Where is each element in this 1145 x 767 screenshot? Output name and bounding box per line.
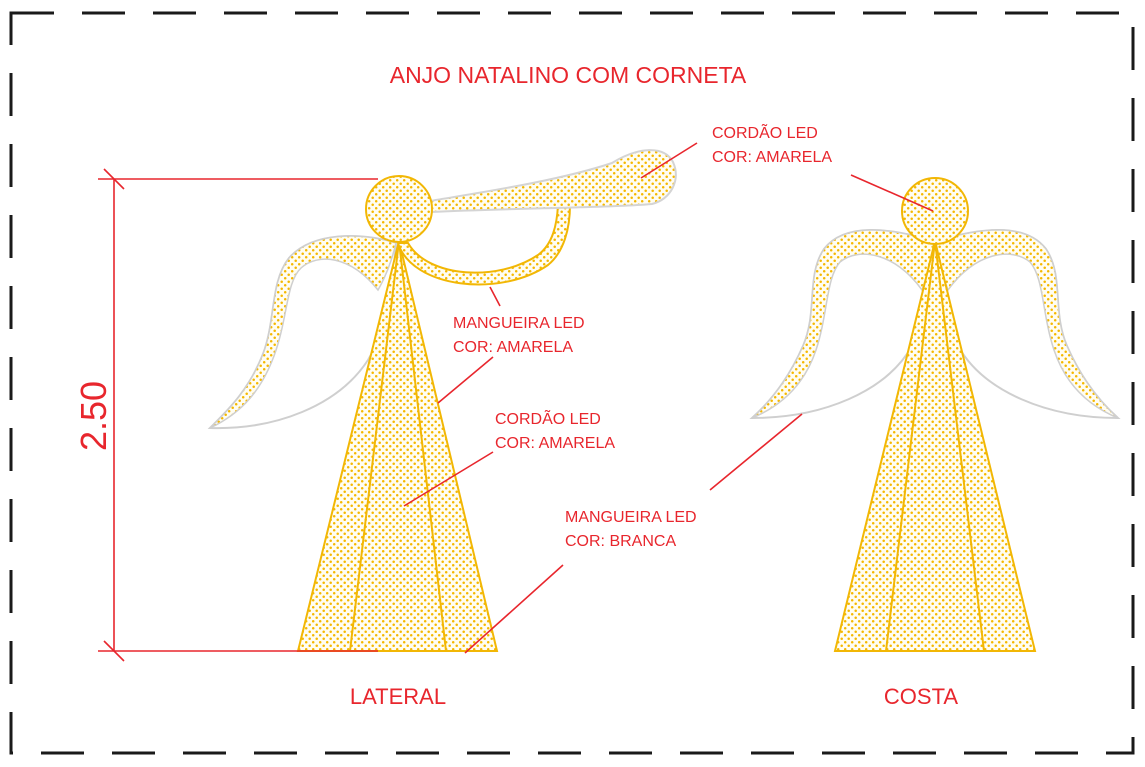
dimension-tick-bottom xyxy=(103,640,125,662)
lateral-body-fold-2 xyxy=(398,240,447,652)
height-dimension xyxy=(98,168,378,662)
lateral-trumpet-horn xyxy=(429,149,677,214)
label-cordao-led-body-1: CORDÃO LED xyxy=(495,408,601,428)
leader-cordao-body xyxy=(403,451,494,507)
angel-lateral xyxy=(207,149,677,652)
costa-body xyxy=(833,240,1037,652)
dimension-tick-top xyxy=(103,168,125,190)
leader-branca-wing xyxy=(709,413,803,491)
leader-cordao-head xyxy=(850,174,934,212)
leader-mangueira-body xyxy=(437,356,494,404)
label-cordao-led-top-1: CORDÃO LED xyxy=(712,122,818,142)
costa-wing-right-band xyxy=(935,229,1119,419)
leader-cordao-horn xyxy=(640,142,698,179)
lateral-wing-band xyxy=(209,235,397,429)
view-label-costa: COSTA xyxy=(884,684,958,709)
label-cordao-led-top-2: COR: AMARELA xyxy=(712,149,832,166)
lateral-head xyxy=(365,175,433,243)
costa-body-fold-2 xyxy=(934,240,985,652)
costa-body-fold-1 xyxy=(885,240,936,652)
label-mangueira-branca-2: COR: BRANCA xyxy=(565,533,676,550)
dimension-value: 2.50 xyxy=(73,381,114,451)
label-cordao-led-body-2: COR: AMARELA xyxy=(495,435,615,452)
drawing-title: ANJO NATALINO COM CORNETA xyxy=(390,62,747,88)
costa-wing-left-band xyxy=(751,229,935,419)
costa-head xyxy=(901,177,969,245)
leader-mangueira-arm xyxy=(489,286,501,307)
lateral-body-fold-1 xyxy=(349,240,400,652)
sheet-border xyxy=(9,11,1135,755)
leader-lines xyxy=(403,142,934,654)
angel-costa xyxy=(749,177,1121,652)
label-mangueira-branca-1: MANGUEIRA LED xyxy=(565,509,697,526)
label-mangueira-amarela-1: MANGUEIRA LED xyxy=(453,315,585,332)
label-mangueira-amarela-2: COR: AMARELA xyxy=(453,339,573,356)
lateral-body xyxy=(296,240,499,652)
view-label-lateral: LATERAL xyxy=(350,684,446,709)
leader-branca-body xyxy=(464,564,564,654)
